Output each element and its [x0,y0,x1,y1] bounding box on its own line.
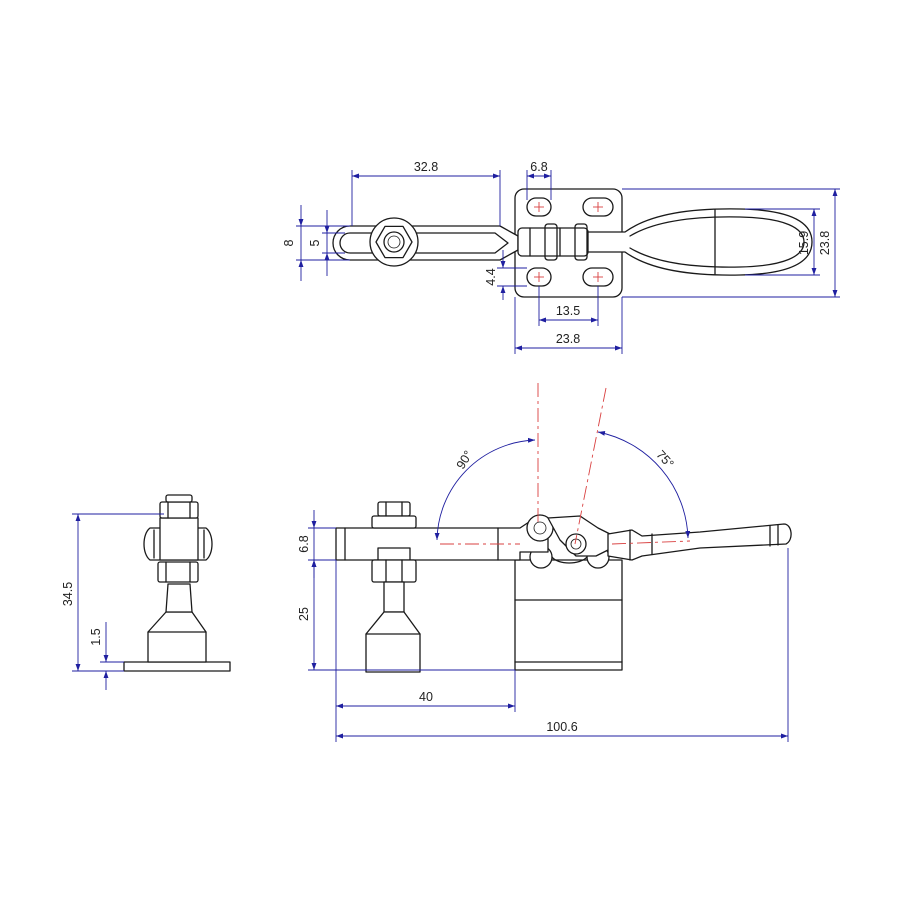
front-spindle-pad [365,611,421,673]
top-arm-slot [339,232,509,254]
dim-base-height: 25 [297,607,311,621]
slot-top-right [582,197,614,217]
dim-arm-thickness: 6.8 [297,535,311,552]
dim-handle-width: 15.9 [797,231,811,255]
dim-overall-length: 100.6 [546,720,577,734]
dim-arm-length: 32.8 [414,160,438,174]
top-view: 32.8 6.8 8 5 4.4 [282,160,840,354]
dim-arm-width-outer: 8 [282,239,296,246]
top-hex-nut [375,225,413,259]
dim-pad-thickness: 1.5 [89,628,103,645]
dim-overall-height: 34.5 [61,582,75,606]
front-handle [607,523,792,561]
dim-hole-pitch: 13.5 [556,304,580,318]
front-centerlines [440,383,691,545]
front-spindle [365,501,421,673]
dim-arm-width-inner: 5 [308,239,322,246]
dim-angle-handle: 75° [653,448,676,471]
dim-hole-spacing: 6.8 [530,160,547,174]
slot-top-left [526,197,552,217]
dim-base-depth: 23.8 [818,231,832,255]
side-spindle-pad [147,611,207,663]
front-view: 90° 75° 6.8 25 40 100.6 [297,383,792,742]
side-view: 34.5 1.5 [61,494,231,690]
front-base-block [514,559,623,671]
side-base-plate [123,661,231,672]
top-clamp-arm [332,225,519,261]
dim-base-width: 23.8 [556,332,580,346]
front-clamp-arm [335,517,549,561]
dim-angle-open: 90° [454,448,476,471]
front-dimensions: 6.8 25 40 100.6 [297,510,789,742]
dim-spindle-reach: 40 [419,690,433,704]
dim-hole-offset: 4.4 [484,268,498,285]
side-dimensions: 34.5 1.5 [61,513,164,690]
top-dimensions: 32.8 6.8 8 5 4.4 [282,160,840,354]
top-linkage [517,227,589,257]
